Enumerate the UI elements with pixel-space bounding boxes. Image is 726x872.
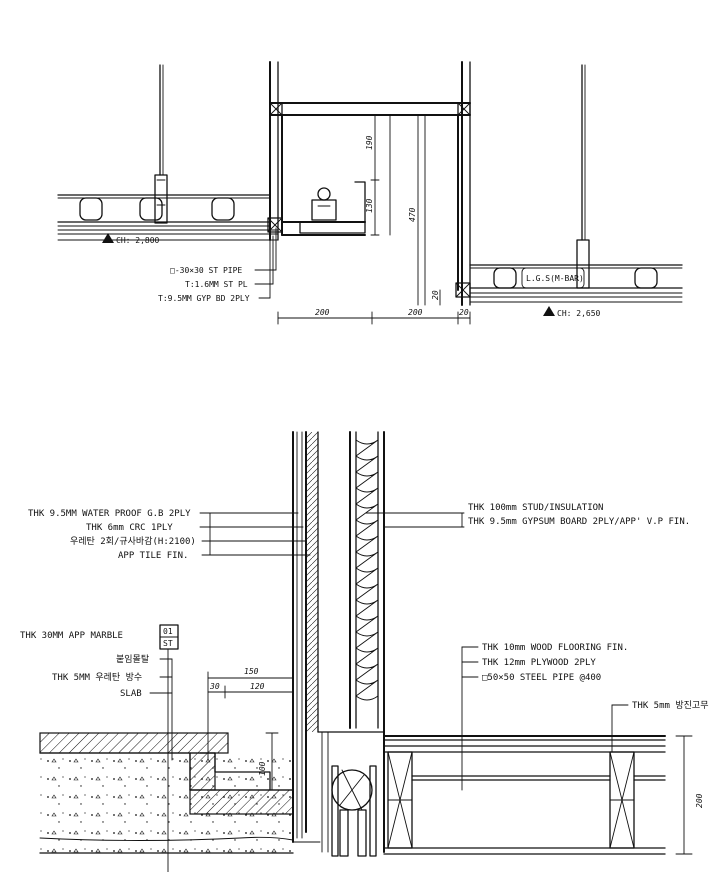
lgs-label: L.G.S(M-BAR)	[526, 274, 584, 283]
urethane-label: 우레탄 2회/규사바감(H:2100)	[70, 535, 196, 547]
level-marker-left	[102, 233, 114, 243]
gypsum-board-label: THK 9.5mm GYPSUM BOARD 2PLY/APP' V.P FIN…	[468, 517, 690, 527]
app-tile-label: APP TILE FIN.	[118, 551, 188, 561]
dim-20-vert: 20	[431, 290, 440, 300]
st-pipe-label: □-30×30 ST PIPE	[170, 266, 242, 275]
wall-floor-section-detail: 200 THK 9.5MM WATER PROOF G.B 2PLY THK 6…	[20, 431, 708, 872]
dim-200-b: 200	[408, 308, 423, 317]
dim-100: 100	[258, 761, 267, 776]
steel-pipe-label: □50×50 STEEL PIPE @400	[482, 673, 601, 683]
st-plate-label: T:1.6MM ST PL	[185, 280, 248, 289]
dim-470: 470	[408, 207, 417, 222]
marble-tag-top: 01	[163, 627, 173, 636]
dim-150: 150	[244, 667, 259, 676]
waterproof-gb-label: THK 9.5MM WATER PROOF G.B 2PLY	[28, 509, 191, 519]
slab-label: SLAB	[120, 689, 142, 699]
ch-right-label: CH: 2,650	[557, 309, 601, 318]
level-marker-right	[543, 306, 555, 316]
dim-200-floor: 200	[695, 793, 704, 808]
ceiling-section-detail: CH: 2,800	[57, 61, 683, 325]
plywood-label: THK 12mm PLYWOOD 2PLY	[482, 658, 596, 668]
urethane-waterproof-label: THK 5MM 우레탄 방수	[52, 672, 142, 683]
marble-finish	[39, 732, 229, 754]
mortar-label: 붙임몰탈	[116, 653, 149, 665]
marble-label: THK 30MM APP MARBLE	[20, 631, 123, 641]
marble-tag-bottom: ST	[163, 639, 173, 648]
dim-20-horiz: 20	[459, 308, 469, 317]
dim-200-a: 200	[315, 308, 330, 317]
stud-insulation-label: THK 100mm STUD/INSULATION	[468, 503, 603, 513]
rubber-pad-label: THK 5mm 방진고무	[632, 700, 708, 711]
wood-flooring-label: THK 10mm WOOD FLOORING FIN.	[482, 643, 628, 653]
hanger-clip-left	[154, 174, 168, 224]
dim-120: 120	[250, 682, 265, 691]
dim-30: 30	[209, 682, 220, 691]
dim-130: 130	[365, 198, 374, 213]
insulation-pattern	[355, 439, 379, 701]
ch-left-label: CH: 2,800	[116, 236, 160, 245]
crc-label: THK 6mm CRC 1PLY	[86, 523, 173, 533]
gyp-bd-label: T:9.5MM GYP BD 2PLY	[158, 294, 250, 303]
dim-190: 190	[365, 135, 374, 150]
